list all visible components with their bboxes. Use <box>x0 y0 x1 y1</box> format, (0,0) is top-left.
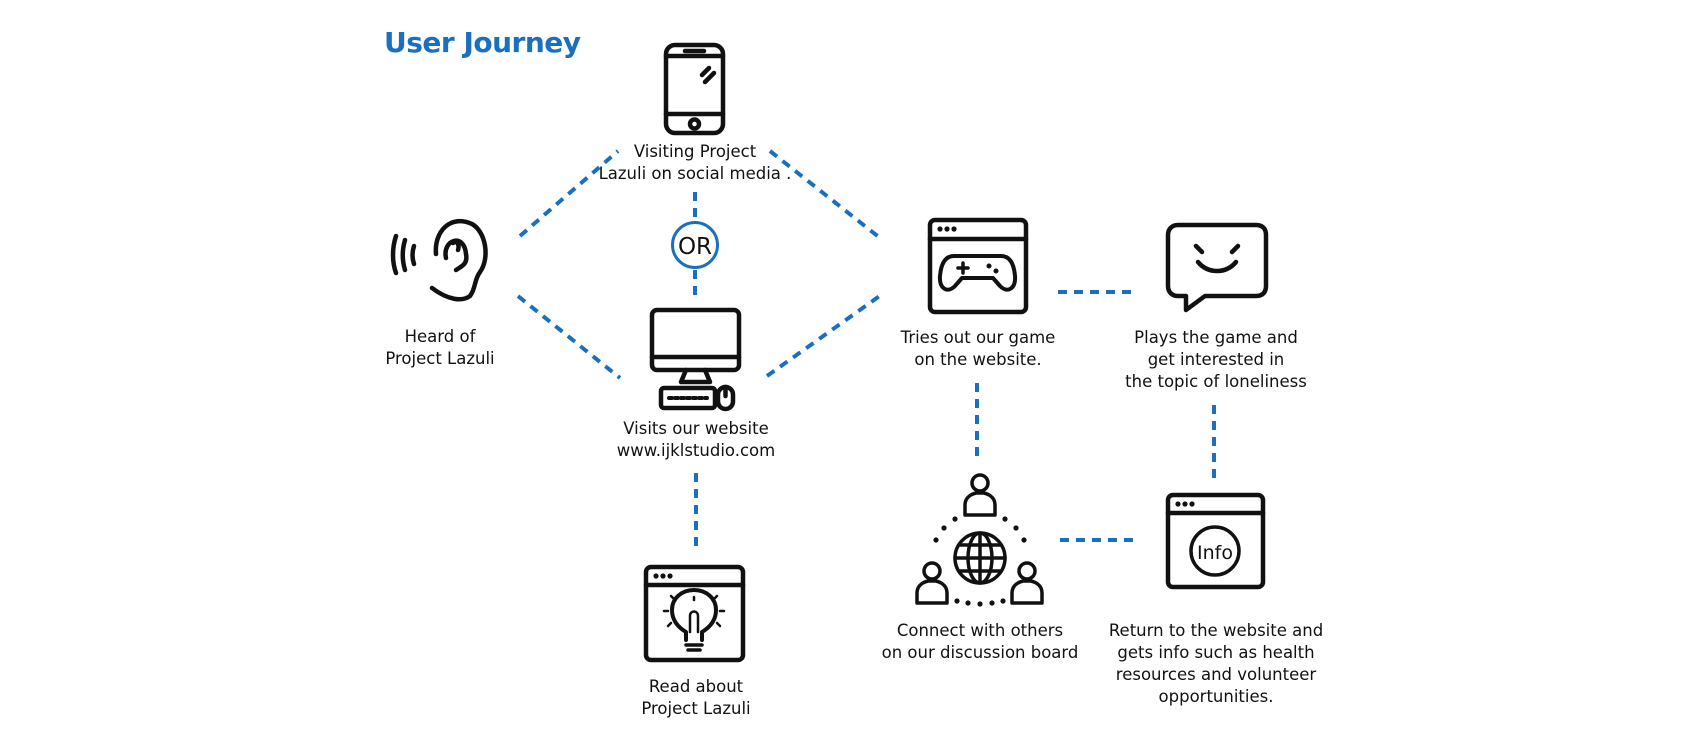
step-label-read: Read about Project Lazuli <box>641 677 751 718</box>
connector-heard-website <box>516 294 622 380</box>
step-label-connect: Connect with others on our discussion bo… <box>881 621 1079 662</box>
smile-chat-bubble-icon <box>1165 222 1269 313</box>
connector-social-game <box>768 149 882 240</box>
or-badge: OR <box>671 221 719 269</box>
step-label-plays: Plays the game and get interested in the… <box>1125 328 1307 391</box>
connectors <box>516 149 1216 548</box>
connector-heard-social <box>518 149 620 238</box>
community-globe-icon <box>915 473 1044 607</box>
step-label-website: Visits our website www.ijklstudio.com <box>616 419 776 460</box>
step-label-social: Visiting Project Lazuli on social media … <box>598 142 792 183</box>
browser-gamepad-icon <box>927 217 1029 315</box>
step-label-heard: Heard of Project Lazuli <box>385 327 495 368</box>
page-title: User Journey <box>384 26 581 59</box>
ear-sound-icon <box>390 218 488 302</box>
browser-lightbulb-icon <box>643 564 746 663</box>
info-label: Info <box>1197 542 1233 564</box>
or-label: OR <box>678 234 712 260</box>
step-label-return: Return to the website and gets info such… <box>1108 621 1324 706</box>
step-label-game: Tries out our game on the website. <box>900 328 1056 369</box>
browser-info-icon: Info <box>1165 492 1266 590</box>
connector-website-game <box>765 293 883 378</box>
smartphone-icon <box>663 42 726 136</box>
desktop-computer-icon <box>649 307 742 412</box>
